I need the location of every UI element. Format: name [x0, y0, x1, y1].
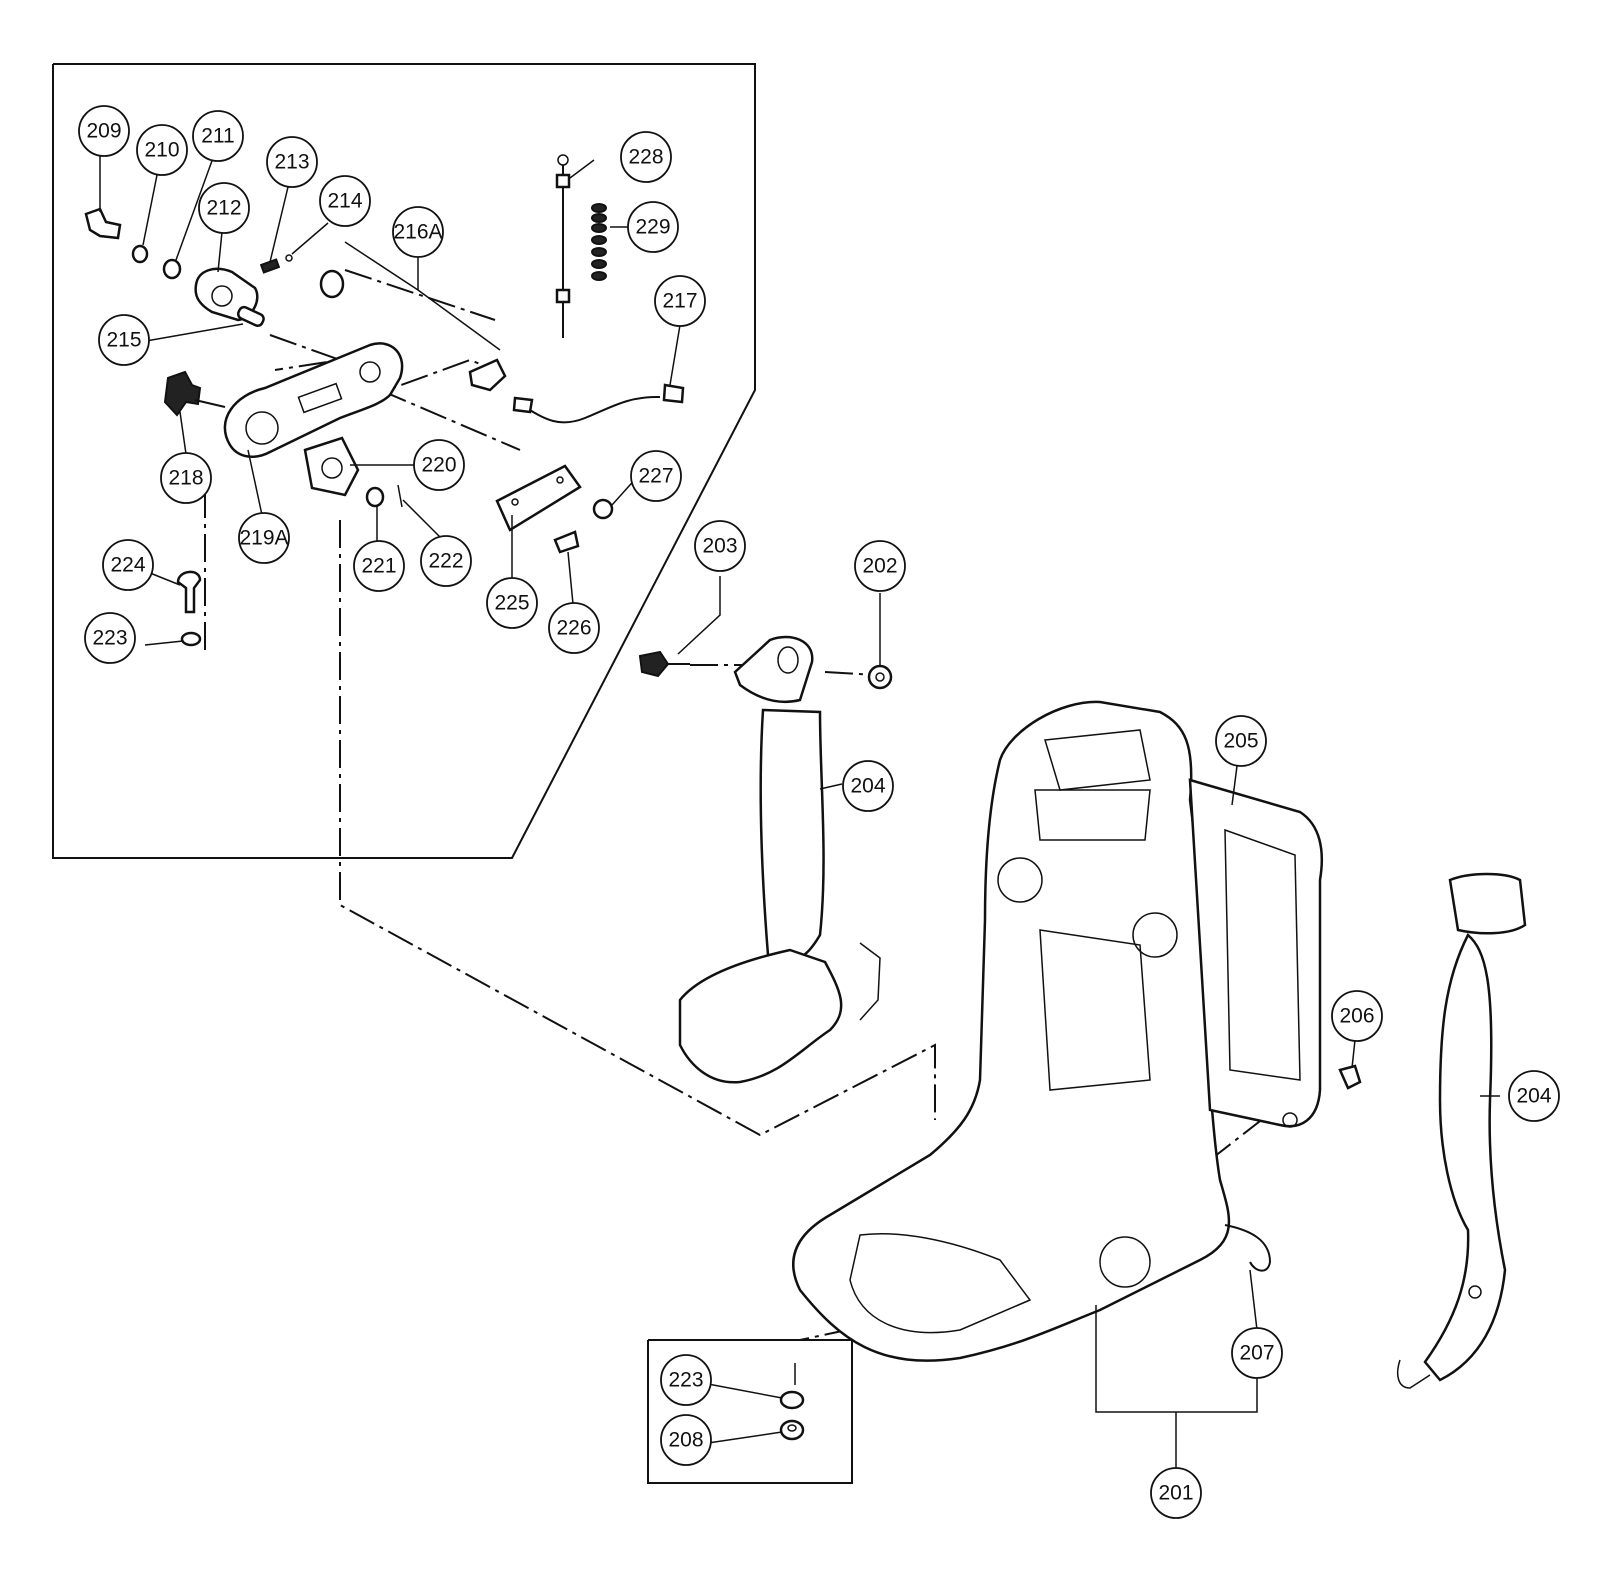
- callout-211: 211: [192, 110, 244, 162]
- svg-text:224: 224: [110, 554, 145, 577]
- backpack-frame: [792, 700, 1362, 1362]
- callout-213: 213: [266, 136, 318, 188]
- leader-lines: [99, 152, 1500, 1470]
- spring-coils: [591, 203, 607, 281]
- handle-bracket-assembly: [84, 154, 685, 647]
- callout-209: 209: [78, 105, 130, 157]
- svg-text:220: 220: [421, 454, 456, 477]
- callout-208: 208: [660, 1414, 712, 1466]
- svg-text:210: 210: [144, 139, 179, 162]
- svg-text:204: 204: [1516, 1085, 1551, 1108]
- callout-218: 218: [160, 452, 212, 504]
- svg-text:216A: 216A: [393, 221, 442, 244]
- svg-text:227: 227: [638, 465, 673, 488]
- svg-text:204: 204: [850, 775, 885, 798]
- svg-text:213: 213: [274, 151, 309, 174]
- callout-214: 214: [319, 175, 371, 227]
- callout-210: 210: [136, 124, 188, 176]
- callout-217: 217: [654, 275, 706, 327]
- callout-202: 202: [854, 540, 906, 592]
- shoulder-strap-left: [638, 635, 893, 1084]
- callout-224: 224: [102, 539, 154, 591]
- svg-text:225: 225: [494, 592, 529, 615]
- callout-221: 221: [353, 540, 405, 592]
- callout-201: 201: [1150, 1467, 1202, 1519]
- svg-text:208: 208: [668, 1429, 703, 1452]
- svg-text:203: 203: [702, 535, 737, 558]
- callout-228: 228: [620, 131, 672, 183]
- callout-223-upper: 223: [84, 612, 136, 664]
- callout-225: 225: [486, 577, 538, 629]
- svg-text:221: 221: [361, 555, 396, 578]
- svg-text:226: 226: [556, 617, 591, 640]
- svg-text:219A: 219A: [239, 527, 288, 550]
- callout-206: 206: [1331, 990, 1383, 1042]
- svg-text:229: 229: [635, 216, 670, 239]
- svg-text:207: 207: [1239, 1342, 1274, 1365]
- callout-223-lower: 223: [660, 1354, 712, 1406]
- callout-222: 222: [420, 535, 472, 587]
- svg-text:223: 223: [668, 1369, 703, 1392]
- shoulder-strap-right: [1397, 872, 1527, 1389]
- callout-204-right: 204: [1508, 1070, 1560, 1122]
- callout-226: 226: [548, 602, 600, 654]
- svg-text:205: 205: [1223, 730, 1258, 753]
- callout-205: 205: [1215, 715, 1267, 767]
- svg-text:223: 223: [92, 627, 127, 650]
- detail-inset-frame: [52, 63, 756, 859]
- hardware-items: [779, 1363, 805, 1441]
- svg-text:218: 218: [168, 467, 203, 490]
- svg-text:201: 201: [1158, 1482, 1193, 1505]
- callout-203: 203: [694, 520, 746, 572]
- callout-207: 207: [1231, 1327, 1283, 1379]
- callout-219A: 219A: [238, 512, 290, 564]
- svg-text:211: 211: [201, 125, 234, 148]
- svg-text:217: 217: [662, 290, 697, 313]
- callout-229: 229: [627, 201, 679, 253]
- callout-204-left: 204: [842, 760, 894, 812]
- svg-text:228: 228: [628, 146, 663, 169]
- callout-212: 212: [198, 182, 250, 234]
- svg-text:215: 215: [106, 329, 141, 352]
- svg-text:214: 214: [327, 190, 362, 213]
- hardware-inset-box: [647, 1339, 853, 1484]
- svg-text:209: 209: [86, 120, 121, 143]
- svg-text:202: 202: [862, 555, 897, 578]
- svg-text:206: 206: [1339, 1005, 1374, 1028]
- svg-text:222: 222: [428, 550, 463, 573]
- callout-220: 220: [413, 439, 465, 491]
- callout-227: 227: [630, 450, 682, 502]
- callout-215: 215: [98, 314, 150, 366]
- svg-text:212: 212: [206, 197, 241, 220]
- callout-216A: 216A: [392, 206, 444, 258]
